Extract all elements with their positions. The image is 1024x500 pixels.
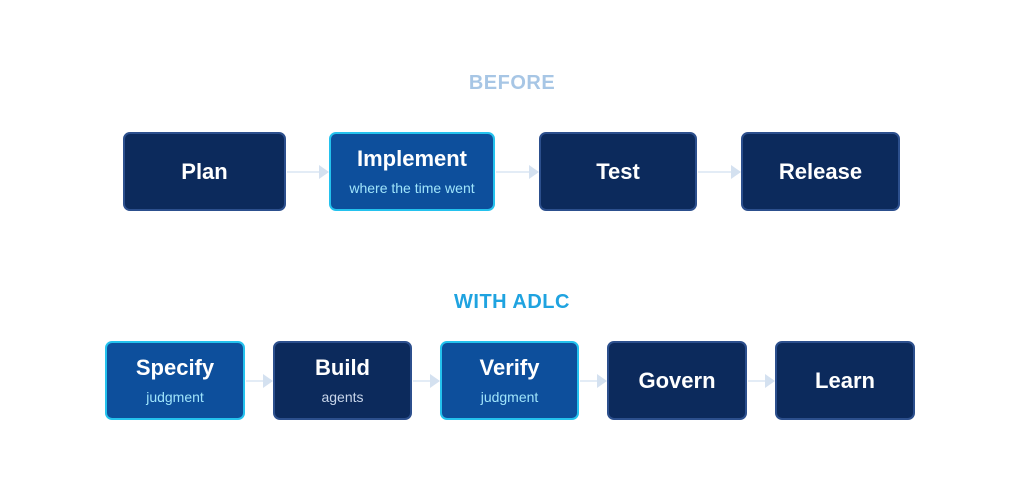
before-section-title: BEFORE: [468, 72, 556, 94]
step-label: Test: [596, 158, 640, 184]
adlc-step-specify: Specify judgment: [105, 341, 245, 420]
step-sublabel: judgment: [146, 389, 204, 405]
step-label: Specify: [135, 355, 215, 380]
adlc-step-build: Build agents: [273, 341, 412, 420]
arrow-icon: [748, 374, 775, 388]
step-label: Govern: [638, 367, 716, 393]
adlc-step-learn: Learn: [775, 341, 915, 420]
step-label: Release: [778, 158, 863, 184]
step-label: Build: [315, 355, 370, 380]
adlc-step-verify: Verify judgment: [440, 341, 579, 420]
adlc-section-title: WITH ADLC: [454, 291, 570, 313]
step-sublabel: judgment: [480, 389, 539, 405]
arrow-icon: [496, 165, 539, 179]
step-sublabel: agents: [321, 389, 364, 405]
before-step-release: Release: [741, 132, 900, 211]
step-label: Learn: [815, 367, 875, 393]
arrow-icon: [580, 374, 607, 388]
arrow-icon: [698, 165, 741, 179]
before-step-implement: Implement where the time went: [329, 132, 495, 211]
step-sublabel: where the time went: [349, 180, 475, 196]
before-step-test: Test: [539, 132, 697, 211]
step-label: Plan: [181, 158, 228, 184]
arrow-icon: [287, 165, 329, 179]
arrow-icon: [246, 374, 273, 388]
adlc-step-govern: Govern: [607, 341, 747, 420]
arrow-icon: [413, 374, 440, 388]
step-label: Verify: [479, 355, 540, 380]
before-step-plan: Plan: [123, 132, 286, 211]
step-label: Implement: [356, 146, 468, 171]
